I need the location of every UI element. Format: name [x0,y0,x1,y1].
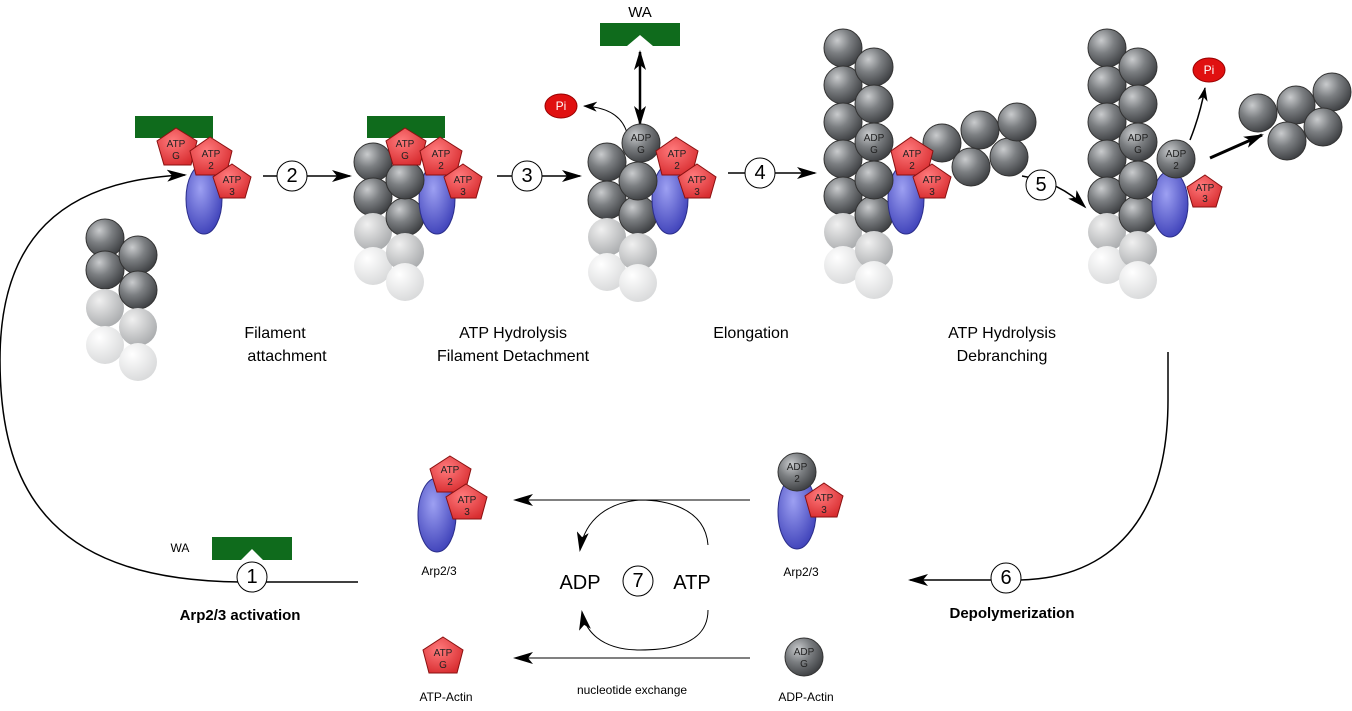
svg-text:ATP: ATP [688,175,707,186]
svg-text:3: 3 [694,187,700,198]
atp-actin-monomer: ATP G ATP-Actin [419,636,473,704]
wa-domain [135,116,213,138]
svg-text:2: 2 [447,477,453,488]
arp3-number: 3 [229,187,235,198]
step-6-number: 6 [1000,567,1011,589]
free-filament [85,218,158,381]
branched-filament-elongated: ADP G ATP 2 ATP 3 [823,28,1037,299]
adp-actin-label: ADP-Actin [778,690,833,704]
svg-text:3: 3 [1202,194,1208,205]
wa-small-label: WA [171,541,190,555]
svg-text:ATP: ATP [668,149,687,160]
label-arp-activation: Arp2/3 activation [180,607,301,624]
atp-label: ATP [673,572,710,594]
svg-text:ATP: ATP [396,139,415,150]
arp2-atp-label: ATP [202,149,221,160]
label-filament-attachment-1: Filament [244,325,306,342]
svg-text:3: 3 [821,505,827,516]
arp3-pentagon [212,163,252,199]
step-4-arrow: 4 [728,157,817,189]
arp-right-label: Arp2/3 [783,565,819,579]
svg-text:ATP: ATP [434,648,453,659]
pi-release-1: Pi [544,93,628,134]
atp-g-pentagon [156,127,198,166]
svg-text:ATP: ATP [441,465,460,476]
step-2-number: 2 [286,165,297,187]
activated-arp23-complex: ATP G ATP 2 ATP 3 [135,116,252,235]
atp-g-label-g: G [172,151,180,162]
svg-text:3: 3 [929,187,935,198]
svg-text:G: G [870,145,878,156]
adp-label: ADP [559,572,600,594]
svg-text:ADP: ADP [794,647,815,658]
arp2-pentagon [189,136,233,176]
svg-text:2: 2 [438,161,444,172]
svg-text:3: 3 [464,507,470,518]
svg-text:2: 2 [909,161,915,172]
pi-release-2: Pi [1189,57,1226,141]
svg-text:2: 2 [674,161,680,172]
atp-g-label-atp: ATP [167,139,186,150]
svg-text:ADP: ADP [864,133,885,144]
arp23-adp-bound: ADP 2 ATP 3 Arp2/3 [777,452,844,579]
svg-text:ATP: ATP [458,495,477,506]
svg-text:G: G [439,660,447,671]
svg-text:G: G [401,151,409,162]
svg-text:ADP: ADP [1128,133,1149,144]
svg-text:2: 2 [794,474,800,485]
svg-text:G: G [637,145,645,156]
label-hydrolysis-1: ATP Hydrolysis [459,325,567,342]
step-3-arrow: 3 [497,160,582,192]
arp23-hydrolysis: ADP G ATP 2 ATP 3 [587,123,717,302]
svg-text:ADP: ADP [787,462,808,473]
svg-text:ATP: ATP [454,175,473,186]
step-5-arrow: 5 [1021,169,1087,209]
svg-text:ADP: ADP [631,133,652,144]
atp-actin-label: ATP-Actin [419,690,472,704]
pi-label-1: Pi [556,99,567,113]
arp2-number: 2 [208,161,214,172]
svg-text:ATP: ATP [1196,183,1215,194]
svg-text:3: 3 [460,187,466,198]
svg-text:G: G [1134,145,1142,156]
label-depolymerization: Depolymerization [949,605,1074,622]
step-5-number: 5 [1035,174,1046,196]
label-filament-attachment-2: attachment [247,348,327,365]
released-branch [1209,72,1352,161]
step-7-number: 7 [632,570,643,592]
debranching-filament: ADP G ADP 2 ATP 3 [1087,28,1223,299]
step-3-number: 3 [521,165,532,187]
activation-return-arrow: WA 1 Arp2/3 activation [0,169,358,624]
svg-text:G: G [800,659,808,670]
adp-actin-monomer: ADP G ADP-Actin [778,637,834,704]
svg-text:ATP: ATP [815,493,834,504]
nucleotide-exchange-cycle: ADP 7 ATP nucleotide exchange [559,499,711,697]
label-debranching-1: ATP Hydrolysis [948,325,1056,342]
svg-text:ADP: ADP [1166,149,1187,160]
pi-label-2: Pi [1204,63,1215,77]
arp-left-label: Arp2/3 [421,564,457,578]
arp23-atp-bound: ATP 2 ATP 3 Arp2/3 [417,455,488,578]
step-1-number: 1 [246,566,257,588]
svg-text:ATP: ATP [432,149,451,160]
step-2-arrow: 2 [263,160,352,192]
label-hydrolysis-2: Filament Detachment [437,348,590,365]
label-debranching-2: Debranching [957,348,1048,365]
wa-detached: WA [600,4,680,126]
wa-top-label: WA [628,4,652,21]
depolymerization-arrow: 6 Depolymerization [908,352,1169,622]
arp3-atp-label: ATP [223,175,242,186]
svg-text:ATP: ATP [903,149,922,160]
svg-text:ATP: ATP [923,175,942,186]
nucleotide-exchange-label: nucleotide exchange [577,683,687,697]
arp23-filament-attached: ATP G ATP 2 ATP 3 [353,116,483,301]
svg-text:2: 2 [1173,161,1179,172]
step-4-number: 4 [754,162,765,184]
label-elongation: Elongation [713,325,789,342]
